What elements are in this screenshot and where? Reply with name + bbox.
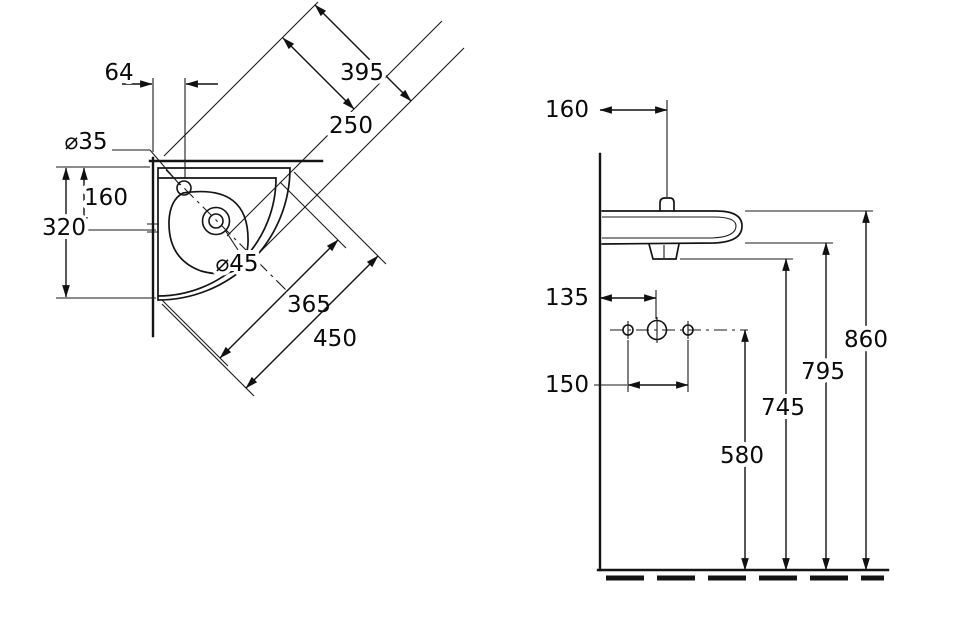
dia-35-label: ⌀35 <box>64 129 107 155</box>
ext-lines-fixing-holes <box>627 340 689 392</box>
dim-365-label: 365 <box>287 292 331 318</box>
ext-diagonal-outer-rim-se-left <box>161 303 255 397</box>
drain-hole-outer-circle <box>201 206 231 236</box>
ext-diagonal-inner-rim-se-right <box>279 181 347 249</box>
leader-dia35 <box>112 149 181 186</box>
drain-hole-inner-circle <box>208 213 224 229</box>
elevation-view: 160 135 150 580 745 795 860 <box>541 93 892 581</box>
dim-745-label: 745 <box>761 395 805 421</box>
basin-bowl-outline <box>168 190 249 275</box>
plan-wall-fixing-ticks <box>147 223 159 233</box>
drain-outlet-profile <box>648 243 680 260</box>
dim-135-label: 135 <box>545 285 589 311</box>
dim-320-label: 320 <box>42 215 86 241</box>
leader-dia45 <box>224 229 239 251</box>
dim-160-side-label: 160 <box>545 97 589 123</box>
diagonal-centerline <box>165 169 301 305</box>
basin-profile-inner <box>602 216 737 239</box>
tap-profile <box>659 197 675 212</box>
dia-45-label: ⌀45 <box>215 251 258 277</box>
dim-450-label: 450 <box>313 326 357 352</box>
dim-160-plan-label: 160 <box>84 185 128 211</box>
dim-250-line <box>282 37 355 110</box>
ext-diagonal-outer-rim-ne <box>250 47 465 262</box>
dim-795-label: 795 <box>801 359 845 385</box>
dim-395-line <box>314 4 412 102</box>
ext-diagonal-inner-rim-se-left <box>161 299 229 367</box>
dim-860-label: 860 <box>844 327 888 353</box>
ext-diagonal-outer-rim-se-right <box>293 171 387 265</box>
dim-450-line <box>245 255 379 389</box>
dim-250-label: 250 <box>329 113 373 139</box>
basin-profile-outer <box>601 210 743 245</box>
dim-64-label: 64 <box>104 60 133 86</box>
plan-view: 64 395 250 ⌀35 160 320 ⌀45 365 450 <box>38 1 465 397</box>
dim-150-label: 150 <box>545 372 589 398</box>
hole-center-ticks <box>627 317 689 343</box>
dim-395-label: 395 <box>340 60 384 86</box>
dim-580-label: 580 <box>720 443 764 469</box>
tap-hole-circle <box>176 180 192 196</box>
ext-diagonal-corner-ne <box>163 1 319 157</box>
basin-inner-rim <box>157 177 277 297</box>
